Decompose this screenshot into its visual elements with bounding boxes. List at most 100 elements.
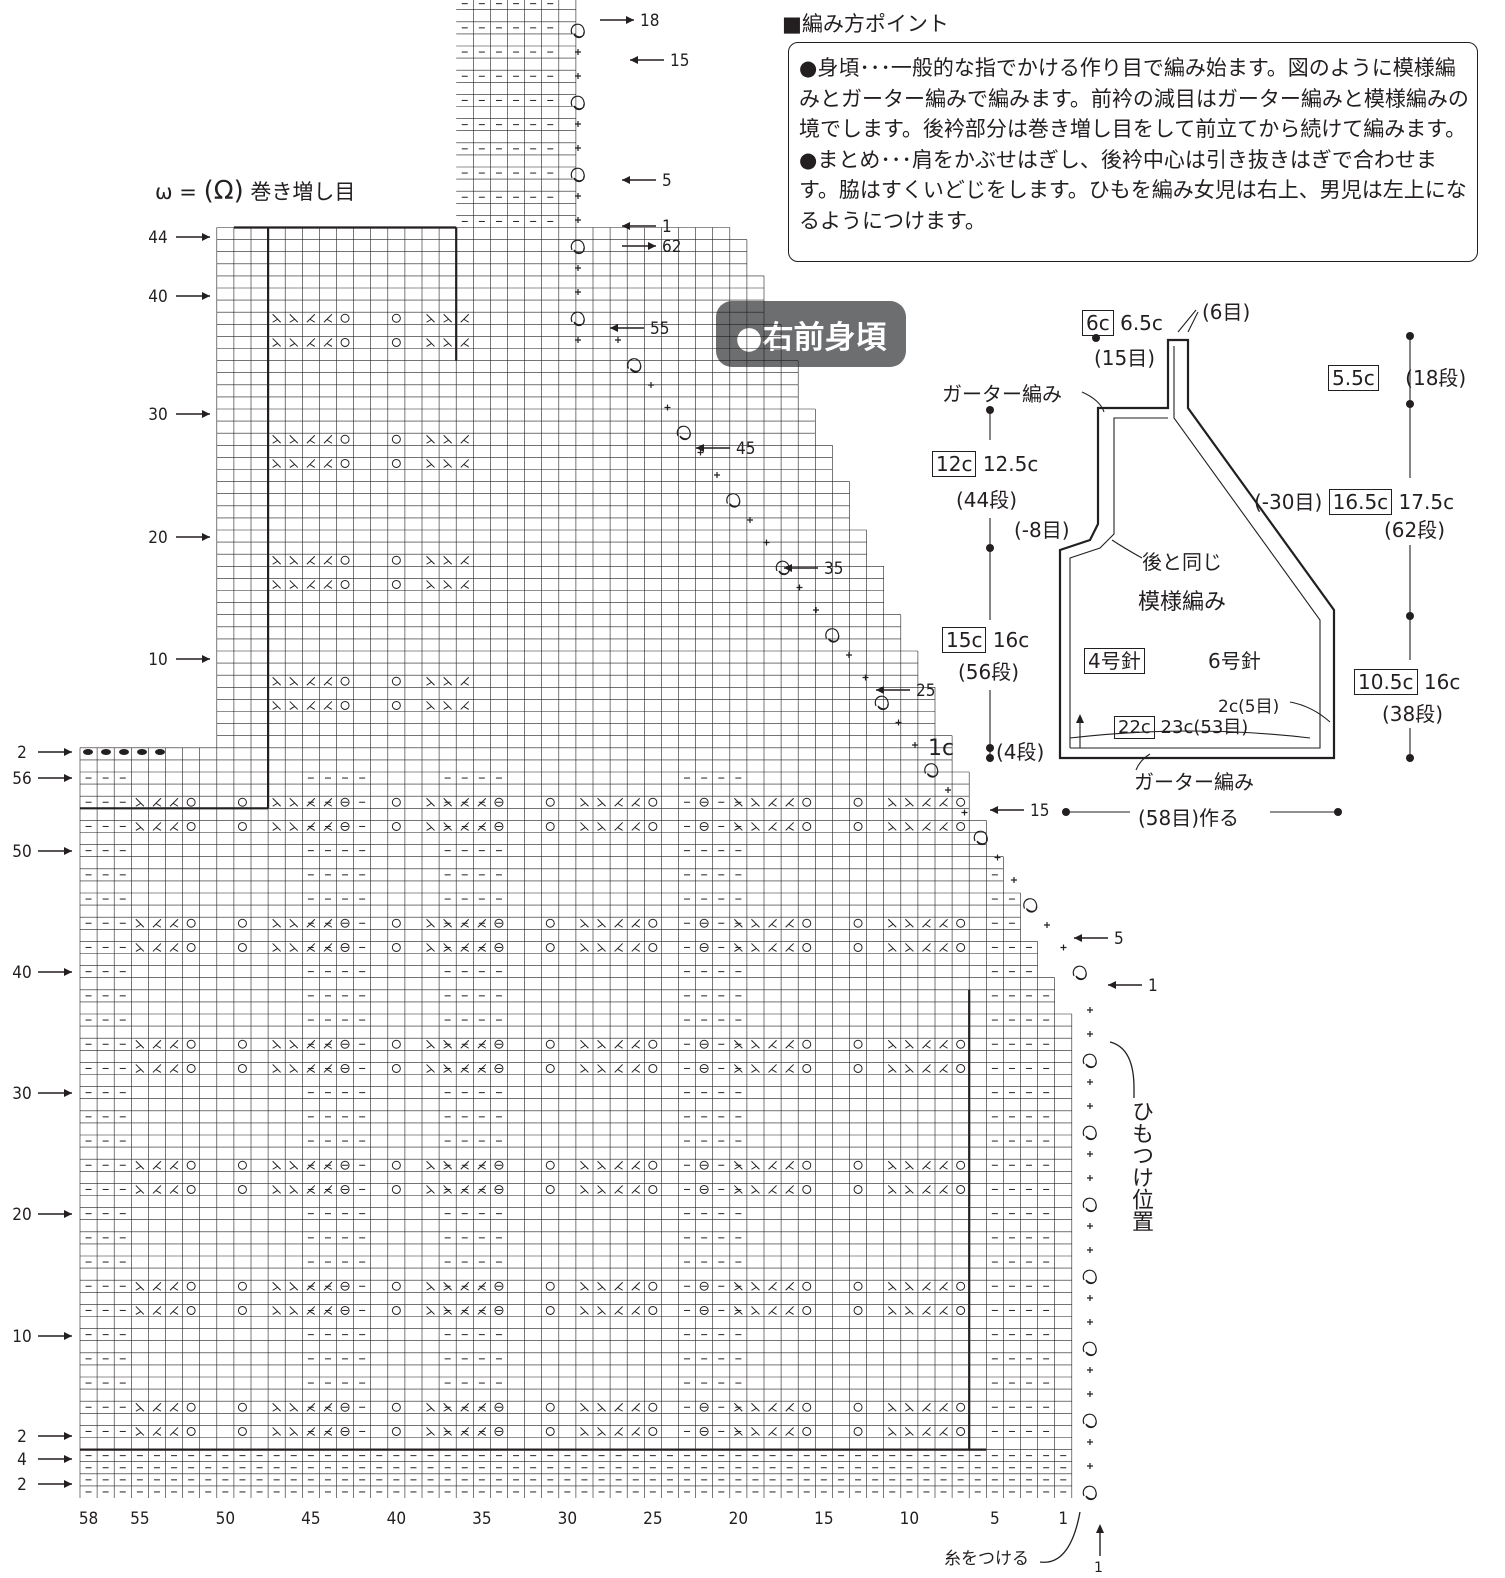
- decrease-icon: [426, 338, 435, 347]
- decrease-icon: [904, 1039, 914, 1049]
- row-label-right-4: 62: [662, 237, 681, 257]
- single-crochet-icon: [575, 217, 581, 223]
- stitch-symbols: [135, 313, 966, 1436]
- single-crochet-icon: [895, 719, 902, 726]
- decrease-icon: [887, 1306, 897, 1315]
- decrease-icon: [152, 1039, 162, 1049]
- decrease-icon: [272, 1039, 282, 1049]
- yarn-over-icon: [391, 1305, 401, 1315]
- decrease-icon: [785, 1160, 795, 1170]
- yarn-over-icon: [699, 821, 709, 831]
- yarn-over-icon: [391, 579, 401, 589]
- decrease-icon: [597, 1281, 606, 1291]
- chain-loop-icon: [627, 358, 642, 373]
- yarn-over-icon: [186, 1160, 196, 1170]
- yarn-over-icon: [494, 918, 504, 928]
- decrease-icon: [922, 1306, 931, 1315]
- yarn-over-icon: [494, 797, 504, 807]
- yarn-over-icon: [648, 942, 658, 952]
- hem-width-box: 22c: [1114, 716, 1155, 739]
- dimension-dot-icon: [1092, 334, 1100, 342]
- arrow-head-icon: [1108, 981, 1116, 989]
- pattern-label: 模様編み: [1138, 590, 1227, 615]
- body-height-box: 15c: [942, 627, 987, 653]
- decrease-icon: [922, 822, 931, 831]
- decrease-icon: [289, 918, 299, 928]
- decrease-icon: [272, 1281, 282, 1291]
- yarn-over-icon: [545, 1281, 555, 1291]
- single-crochet-icon: [1087, 1367, 1093, 1373]
- yarn-over-icon: [186, 1063, 196, 1073]
- decrease-icon: [785, 1427, 795, 1436]
- yarn-over-icon: [237, 797, 247, 807]
- arrow-head-icon: [64, 1332, 72, 1340]
- decrease-icon: [289, 313, 299, 323]
- decrease-icon: [272, 555, 282, 565]
- decrease-icon: [614, 1427, 624, 1436]
- chain-loop-icon: [874, 695, 889, 711]
- decrease-icon: [904, 1402, 914, 1412]
- decrease-icon: [580, 1402, 589, 1412]
- col-label-1: 1: [1058, 1509, 1068, 1529]
- yarn-over-icon: [699, 1281, 709, 1291]
- decrease-icon: [785, 797, 795, 807]
- decrease-icon: [631, 1160, 641, 1170]
- lower-rows: (38段): [1382, 702, 1444, 726]
- arrow-head-icon: [202, 533, 210, 541]
- decrease-icon: [785, 943, 795, 952]
- lower-height-box: 10.5c: [1354, 669, 1418, 695]
- col-label-15: 15: [814, 1509, 833, 1529]
- decrease-icon: [939, 1064, 948, 1073]
- decrease-icon: [580, 1306, 589, 1315]
- yarn-over-icon: [802, 1160, 812, 1170]
- chain-loop-icon: [1082, 1125, 1097, 1141]
- decrease-icon: [426, 701, 435, 710]
- single-crochet-icon: [763, 539, 770, 546]
- decrease-icon: [887, 1185, 897, 1194]
- yarn-over-icon: [237, 918, 247, 928]
- yarn-over-icon: [699, 1426, 709, 1436]
- yarn-over-icon: [391, 337, 401, 347]
- decrease-icon: [289, 1064, 299, 1073]
- band-height: 5.5c (18段): [1328, 362, 1466, 391]
- yarn-over-icon: [699, 918, 709, 928]
- single-crochet-icon: [1087, 1439, 1093, 1445]
- col-label-55: 55: [130, 1509, 149, 1529]
- yarn-over-icon: [237, 1305, 247, 1315]
- col-label-30: 30: [558, 1509, 577, 1529]
- decrease-icon: [426, 434, 435, 444]
- decrease-icon: [768, 1039, 777, 1049]
- yarn-over-icon: [853, 797, 863, 807]
- decrease-icon: [323, 701, 333, 710]
- decrease-icon: [768, 1306, 777, 1315]
- decrease-icon: [887, 822, 897, 831]
- decrease-icon: [272, 701, 282, 710]
- hem-rows: (4段): [996, 740, 1045, 764]
- arrow-head-icon: [202, 233, 210, 241]
- decrease-icon: [904, 1281, 914, 1291]
- decrease-icon: [272, 1306, 282, 1315]
- decrease-icon: [289, 555, 299, 565]
- yarn-over-icon: [391, 1160, 401, 1170]
- decrease-icon: [785, 822, 795, 831]
- decrease-icon: [460, 313, 470, 323]
- decrease-icon: [939, 1185, 948, 1194]
- purl-marks: [85, 3, 1067, 1493]
- legend-text: 巻き増し目: [250, 180, 356, 204]
- yarn-over-icon: [237, 1063, 247, 1073]
- decrease-icon: [887, 797, 897, 807]
- shoulder-height: 12c 12.5c: [932, 451, 1038, 477]
- row-label-left-10: 20: [12, 1205, 31, 1225]
- yarn-over-icon: [648, 1305, 658, 1315]
- decrease-icon: [597, 1160, 606, 1170]
- row-label-right-3: 1: [662, 217, 672, 237]
- body-height: 15c 16c: [942, 627, 1029, 653]
- decrease-icon: [135, 1160, 145, 1170]
- decrease-icon: [460, 580, 470, 589]
- decrease-icon: [426, 1402, 435, 1412]
- chain-loop-icon: [570, 23, 585, 39]
- single-crochet-icon: [1087, 1175, 1093, 1181]
- decrease-icon: [426, 1160, 435, 1170]
- decrease-icon: [323, 338, 333, 347]
- decrease-icon: [289, 797, 299, 807]
